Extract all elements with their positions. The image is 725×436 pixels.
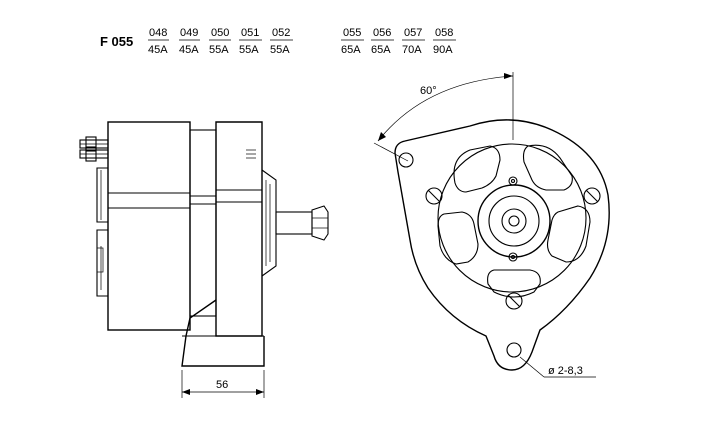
terminal-bolt: [79, 146, 109, 162]
part-cell: 057 70A: [402, 27, 425, 56]
vent-slot: [487, 269, 541, 298]
stator-ring: [189, 129, 217, 317]
model-code: F 055: [100, 34, 133, 49]
part-number: 048: [149, 27, 167, 39]
part-number: 057: [404, 27, 422, 39]
screw-head: [583, 187, 601, 205]
width-dimension: 56: [181, 370, 265, 398]
part-cell: 052 55A: [270, 27, 293, 56]
screw-head: [425, 187, 443, 205]
mount-hole-lower: [506, 342, 522, 358]
part-cell: 048 45A: [148, 27, 169, 56]
shaft: [275, 211, 313, 235]
front-housing: [394, 119, 610, 371]
part-cell: 056 65A: [371, 27, 394, 56]
part-cell: 051 55A: [239, 27, 262, 56]
part-number: 049: [180, 27, 198, 39]
part-cell: 050 55A: [209, 27, 231, 56]
shaft-center: [508, 215, 520, 227]
part-table-group-b: 055 65A 056 65A 057 70A 058 90A: [341, 27, 456, 56]
terminal-bolt: [79, 136, 109, 152]
bearing-seat: [488, 195, 540, 247]
part-rating: 55A: [270, 44, 290, 56]
housing-ring: [437, 143, 587, 293]
regulator-cover: [96, 229, 108, 297]
part-number: 050: [211, 27, 229, 39]
part-rating: 90A: [433, 44, 453, 56]
part-number: 055: [343, 27, 361, 39]
part-rating: 55A: [209, 44, 229, 56]
part-number: 052: [272, 27, 290, 39]
front-view: 60° ø 2-8,3: [373, 72, 610, 378]
mount-hole-upper: [398, 152, 414, 168]
hole-callout: ø 2-8,3: [548, 365, 583, 377]
screw-head: [505, 292, 523, 310]
part-table-group-a: 048 45A 049 45A 050 55A 051 55A 052 55A: [148, 27, 293, 56]
stator-housing: [107, 121, 191, 331]
part-cell: 049 45A: [179, 27, 200, 56]
part-rating: 55A: [239, 44, 259, 56]
part-number: 056: [373, 27, 391, 39]
vent-slot: [437, 211, 479, 265]
part-cell: 058 90A: [433, 27, 456, 56]
shaft-bore: [501, 208, 527, 234]
part-rating: 65A: [341, 44, 361, 56]
vent-slot: [546, 205, 591, 263]
mounting-foot: [181, 299, 265, 367]
part-number: 051: [241, 27, 259, 39]
part-rating: 70A: [402, 44, 422, 56]
part-rating: 45A: [148, 44, 168, 56]
regulator-cover: [96, 167, 108, 223]
vent-slot: [522, 144, 573, 191]
part-number: 058: [435, 27, 453, 39]
angle-label: 60°: [420, 85, 437, 97]
side-view: 56: [79, 121, 329, 398]
part-cell: 055 65A: [341, 27, 364, 56]
part-rating: 65A: [371, 44, 391, 56]
part-rating: 45A: [179, 44, 199, 56]
vent-slot: [453, 145, 501, 193]
bearing-boss: [261, 169, 277, 277]
hole-leader: [519, 356, 545, 378]
shaft-nut: [311, 205, 329, 241]
width-dimension-label: 56: [216, 379, 228, 391]
angle-arc: [377, 75, 514, 142]
